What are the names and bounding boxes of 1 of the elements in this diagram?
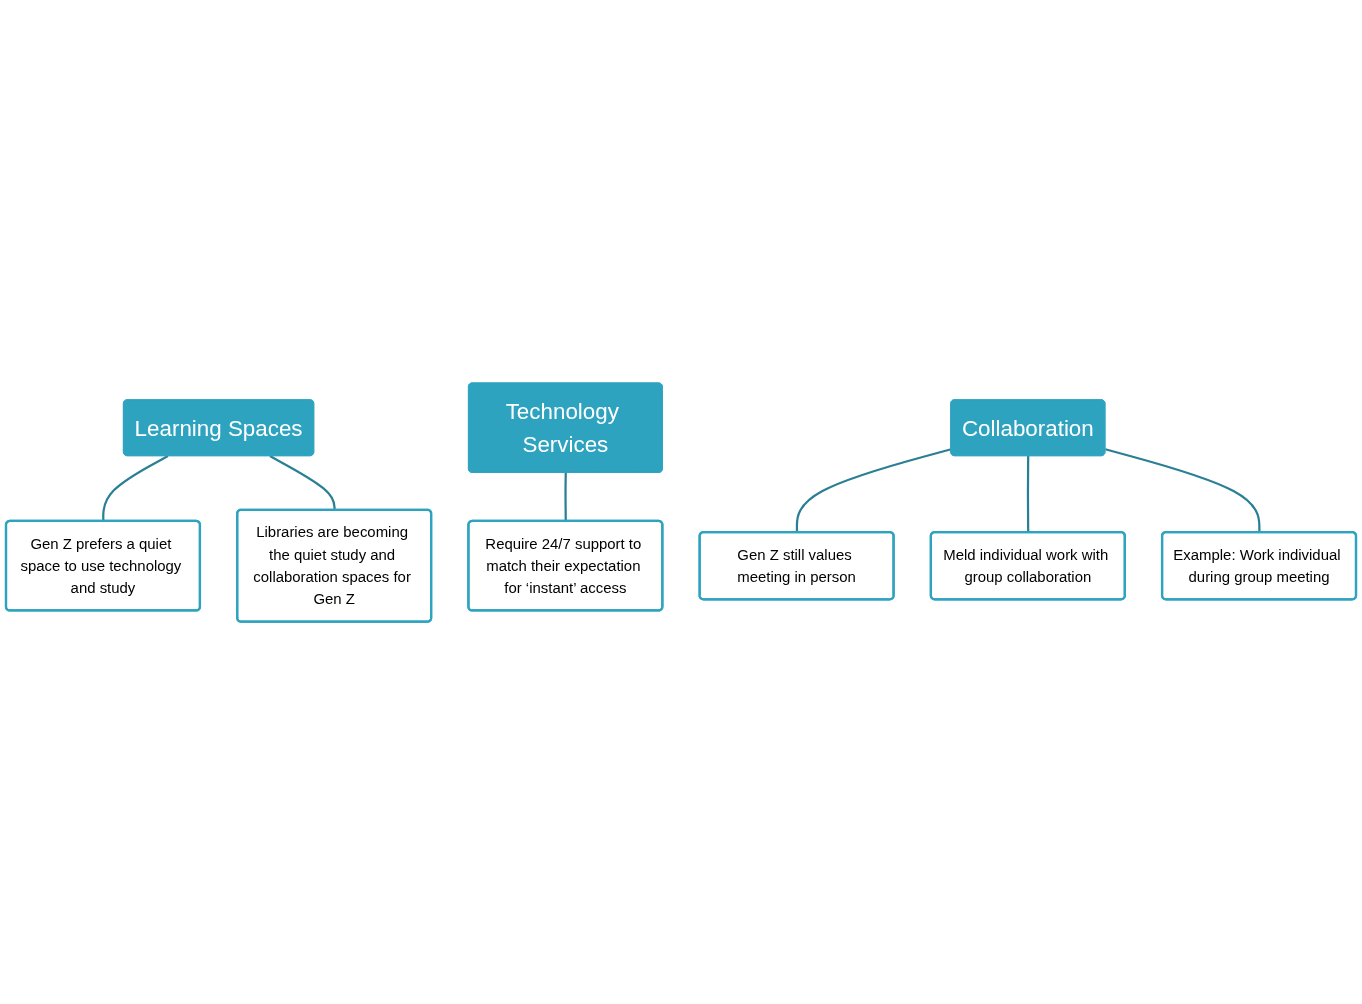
connector (269, 454, 336, 510)
